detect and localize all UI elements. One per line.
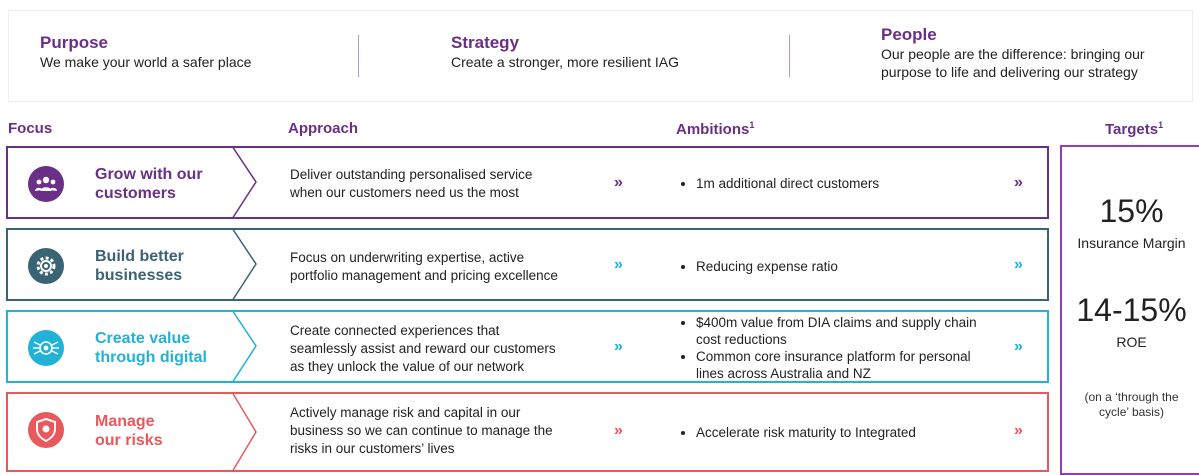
strategy-title: Strategy	[451, 33, 520, 52]
shield-icon	[28, 412, 64, 448]
double-chevron-icon: »	[614, 338, 623, 355]
purpose-text: We make your world a safer place	[40, 54, 252, 70]
footnote-marker: 1	[1158, 120, 1164, 130]
target-label-roe: ROE	[1116, 334, 1147, 350]
divider	[358, 35, 359, 77]
focus-label: Build better businesses	[95, 247, 184, 285]
double-chevron-icon: »	[614, 422, 623, 439]
targets-header: Targets1	[1105, 120, 1163, 138]
focus-label-line: businesses	[95, 267, 183, 284]
ambition-item: Common core insurance platform for perso…	[696, 348, 990, 382]
approach-header: Approach	[288, 120, 359, 137]
ambition-item: $400m value from DIA claims and supply c…	[696, 314, 990, 348]
ambition-item: Reducing expense ratio	[696, 258, 990, 275]
approach-text: Focus on underwriting expertise, active …	[290, 249, 600, 285]
focus-label-line: Grow with our	[95, 166, 203, 183]
approach-text: Actively manage risk and capital in our …	[290, 404, 600, 458]
people-group-icon	[28, 166, 64, 202]
people-text-line2: purpose to life and delivering our strat…	[881, 64, 1138, 80]
double-chevron-icon: »	[1014, 256, 1023, 273]
chevron-divider	[231, 146, 257, 219]
focus-row-customers: Grow with our customers Deliver outstand…	[6, 146, 1049, 219]
focus-label: Create value through digital	[95, 329, 207, 367]
focus-label-line: Build better	[95, 248, 184, 265]
target-note-line: cycle’ basis)	[1099, 405, 1164, 419]
digital-network-icon	[28, 330, 64, 366]
double-chevron-icon: »	[1014, 422, 1023, 439]
approach-line: seamlessly assist and reward our custome…	[290, 341, 556, 356]
focus-row-digital: Create value through digital Create conn…	[6, 310, 1049, 383]
approach-line: business so we can continue to manage th…	[290, 423, 553, 438]
focus-header: Focus	[8, 120, 53, 137]
people-title: People	[881, 25, 937, 44]
approach-line: portfolio management and pricing excelle…	[290, 268, 558, 283]
focus-label: Manage our risks	[95, 412, 163, 450]
gear-icon	[28, 248, 64, 284]
ambition-item: 1m additional direct customers	[696, 175, 990, 192]
target-note: (on a ‘through the cycle’ basis)	[1062, 390, 1199, 420]
focus-label-line: Create value	[95, 330, 191, 347]
targets-panel: 15% Insurance Margin 14-15% ROE (on a ‘t…	[1060, 145, 1199, 475]
focus-row-businesses: Build better businesses Focus on underwr…	[6, 228, 1049, 301]
approach-line: risks in our customers’ lives	[290, 441, 455, 456]
double-chevron-icon: »	[614, 174, 623, 191]
focus-label-line: our risks	[95, 432, 163, 449]
chevron-divider	[231, 310, 257, 383]
strategy-pillar: Strategy Create a stronger, more resilie…	[451, 33, 679, 71]
divider	[789, 35, 790, 77]
approach-text: Deliver outstanding personalised service…	[290, 166, 600, 202]
chevron-divider	[231, 228, 257, 301]
chevron-divider	[231, 392, 257, 472]
approach-text: Create connected experiences that seamle…	[290, 322, 600, 376]
targets-header-text: Targets	[1105, 121, 1159, 138]
strategy-banner: Purpose We make your world a safer place…	[8, 10, 1193, 102]
target-label-margin: Insurance Margin	[1077, 235, 1186, 251]
target-value-margin: 15%	[1099, 193, 1164, 229]
ambitions-header-text: Ambitions	[676, 121, 750, 138]
double-chevron-icon: »	[1014, 338, 1023, 355]
approach-line: Create connected experiences that	[290, 323, 500, 338]
approach-line: Deliver outstanding personalised service	[290, 167, 533, 182]
ambitions-list: Accelerate risk maturity to Integrated	[680, 424, 990, 441]
focus-label: Grow with our customers	[95, 165, 203, 203]
focus-row-risks: Manage our risks Actively manage risk an…	[6, 392, 1049, 472]
focus-label-line: Manage	[95, 413, 155, 430]
double-chevron-icon: »	[614, 256, 623, 273]
footnote-marker: 1	[749, 120, 755, 130]
purpose-pillar: Purpose We make your world a safer place	[40, 33, 251, 71]
approach-line: when our customers need us the most	[290, 185, 519, 200]
people-pillar: People Our people are the difference: br…	[881, 25, 1145, 81]
approach-line: Actively manage risk and capital in our	[290, 405, 521, 420]
approach-line: Focus on underwriting expertise, active	[290, 250, 525, 265]
ambitions-list: 1m additional direct customers	[680, 175, 990, 192]
purpose-title: Purpose	[40, 33, 109, 52]
ambitions-list: $400m value from DIA claims and supply c…	[680, 314, 990, 382]
ambitions-list: Reducing expense ratio	[680, 258, 990, 275]
approach-line: as they unlock the value of our network	[290, 359, 525, 374]
target-value-roe: 14-15%	[1076, 292, 1187, 328]
strategy-text: Create a stronger, more resilient IAG	[451, 54, 679, 70]
people-text-line1: Our people are the difference: bringing …	[881, 46, 1145, 62]
focus-label-line: through digital	[95, 349, 207, 366]
focus-label-line: customers	[95, 185, 176, 202]
ambitions-header: Ambitions1	[676, 120, 754, 138]
double-chevron-icon: »	[1014, 174, 1023, 191]
ambition-item: Accelerate risk maturity to Integrated	[696, 424, 990, 441]
target-note-line: (on a ‘through the	[1084, 390, 1179, 404]
